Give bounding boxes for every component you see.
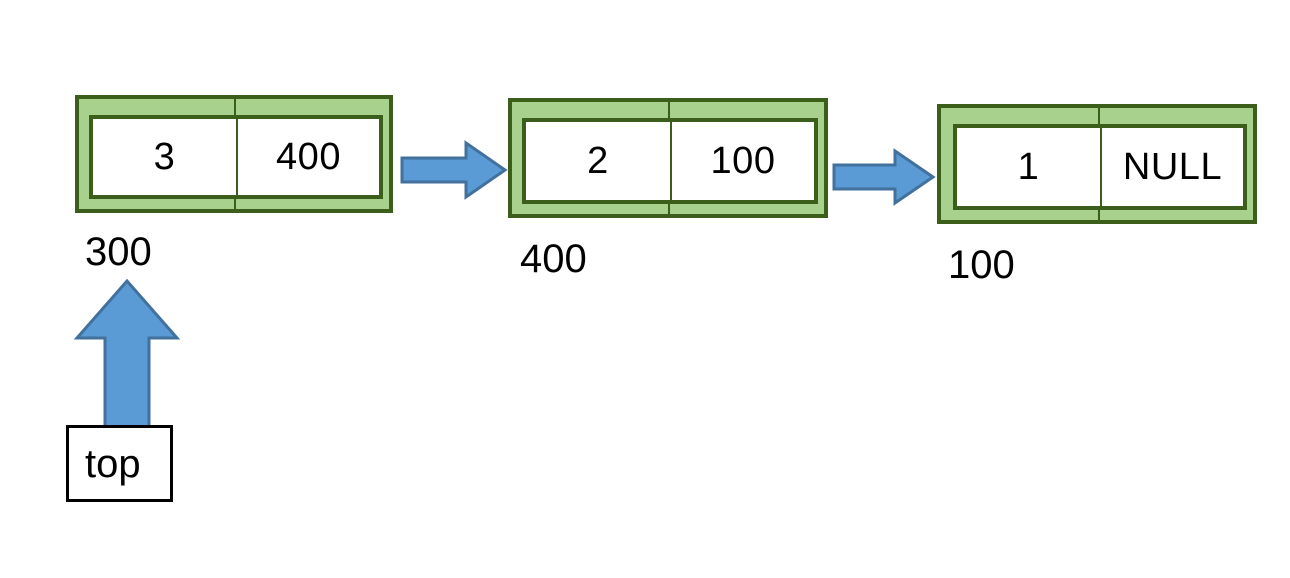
- node-2-data-cell: 2: [526, 122, 672, 200]
- arrow-node1-to-node2: [400, 140, 508, 200]
- top-pointer-label: top: [85, 441, 141, 486]
- list-node-2: 2 100: [508, 98, 828, 218]
- node-2-address-label: 400: [520, 237, 587, 281]
- top-pointer-box: top: [66, 425, 173, 502]
- node-3-cells: 1 NULL: [953, 124, 1247, 210]
- node-1-next-value: 400: [276, 136, 341, 178]
- node-3-next-value: NULL: [1122, 146, 1223, 188]
- node-2-next-cell: 100: [672, 122, 814, 200]
- node-1-data-value: 3: [153, 136, 176, 178]
- node-2-cells: 2 100: [522, 118, 818, 204]
- list-node-3: 1 NULL: [937, 104, 1257, 224]
- arrow-node2-to-node3: [832, 148, 936, 206]
- node-3-data-value: 1: [1017, 146, 1040, 188]
- node-3-data-cell: 1: [957, 128, 1102, 206]
- node-2-next-value: 100: [710, 140, 776, 182]
- node-1-cells: 3 400: [89, 115, 383, 199]
- node-1-next-cell: 400: [238, 119, 379, 195]
- node-3-next-cell: NULL: [1102, 128, 1243, 206]
- node-3-address-label: 100: [948, 243, 1015, 287]
- node-2-data-value: 2: [587, 140, 609, 182]
- node-1-data-cell: 3: [93, 119, 238, 195]
- node-1-address-label: 300: [85, 230, 152, 274]
- list-node-1: 3 400: [75, 95, 393, 213]
- arrow-top-to-node1: [74, 278, 180, 430]
